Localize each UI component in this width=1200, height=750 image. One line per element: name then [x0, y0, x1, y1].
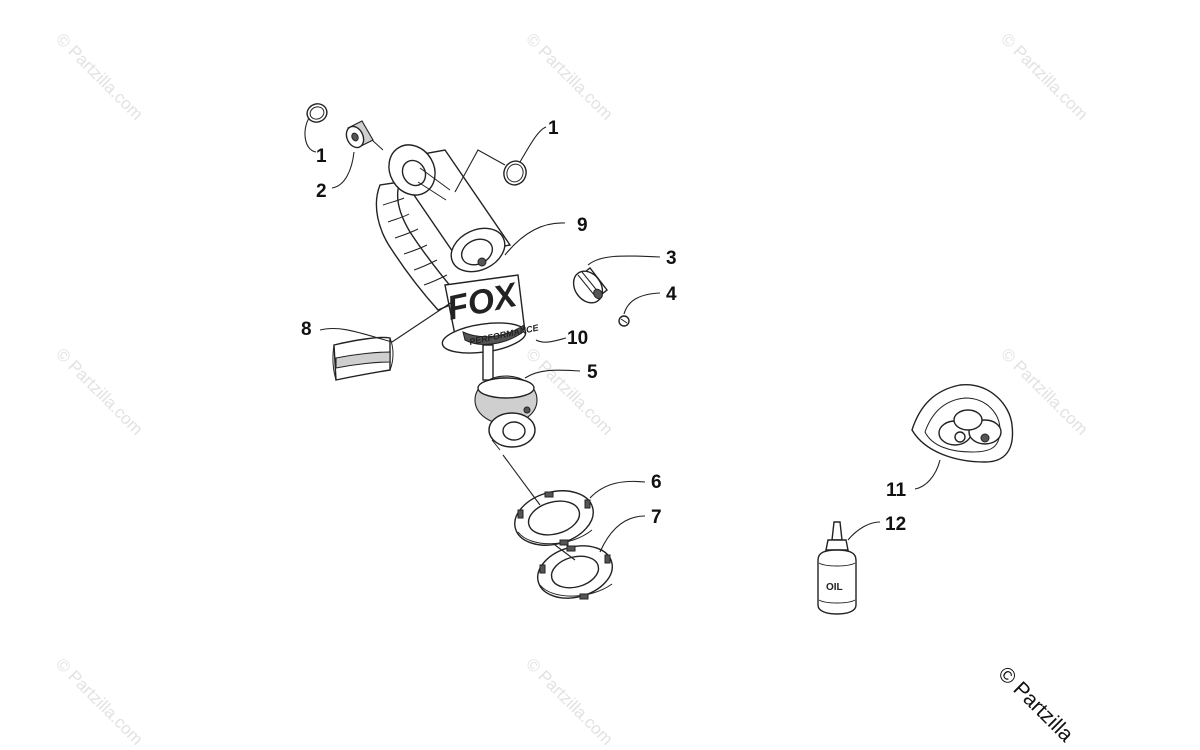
callout-11[interactable]: 11 — [886, 480, 907, 501]
lock-nut[interactable] — [509, 483, 600, 554]
callout-3[interactable]: 3 — [666, 248, 677, 269]
retaining-ring-left[interactable] — [305, 101, 330, 125]
watermark: © Partzilla.com — [522, 344, 616, 438]
callout-1-left[interactable]: 1 — [316, 146, 327, 167]
callout-12[interactable]: 12 — [885, 514, 906, 535]
callout-5[interactable]: 5 — [587, 362, 598, 383]
callout-7[interactable]: 7 — [651, 507, 662, 528]
watermark-corner: © Partzilla — [993, 662, 1077, 746]
watermark: © Partzilla.com — [52, 29, 146, 123]
watermark: © Partzilla.com — [52, 654, 146, 748]
callout-9[interactable]: 9 — [577, 215, 588, 236]
shock-absorber[interactable] — [375, 136, 538, 451]
callouts: 1 2 1 9 3 4 8 10 5 6 7 11 12 — [301, 118, 907, 535]
seal-kit[interactable] — [911, 384, 1014, 463]
watermark-group: © Partzilla.com © Partzilla.com © Partzi… — [52, 29, 1091, 748]
watermark: © Partzilla.com — [522, 654, 616, 748]
callout-10[interactable]: 10 — [567, 328, 588, 349]
callout-4[interactable]: 4 — [666, 284, 677, 305]
leader-lines — [304, 117, 941, 561]
retaining-ring-right[interactable] — [501, 158, 530, 188]
callout-1-right[interactable]: 1 — [548, 118, 559, 139]
callout-6[interactable]: 6 — [651, 472, 662, 493]
watermark: © Partzilla.com — [522, 29, 616, 123]
callout-8[interactable]: 8 — [301, 319, 312, 340]
spring-sleeve[interactable] — [332, 336, 394, 381]
watermark: © Partzilla.com — [997, 29, 1091, 123]
oil-bottle-label: OIL — [826, 582, 843, 593]
bushing[interactable] — [343, 120, 384, 151]
adjuster-knob[interactable] — [568, 266, 609, 309]
screw[interactable] — [618, 315, 630, 327]
callout-2[interactable]: 2 — [316, 181, 327, 202]
jam-nut[interactable] — [532, 538, 618, 606]
watermark: © Partzilla.com — [52, 344, 146, 438]
oil-bottle[interactable]: OIL — [817, 521, 857, 615]
